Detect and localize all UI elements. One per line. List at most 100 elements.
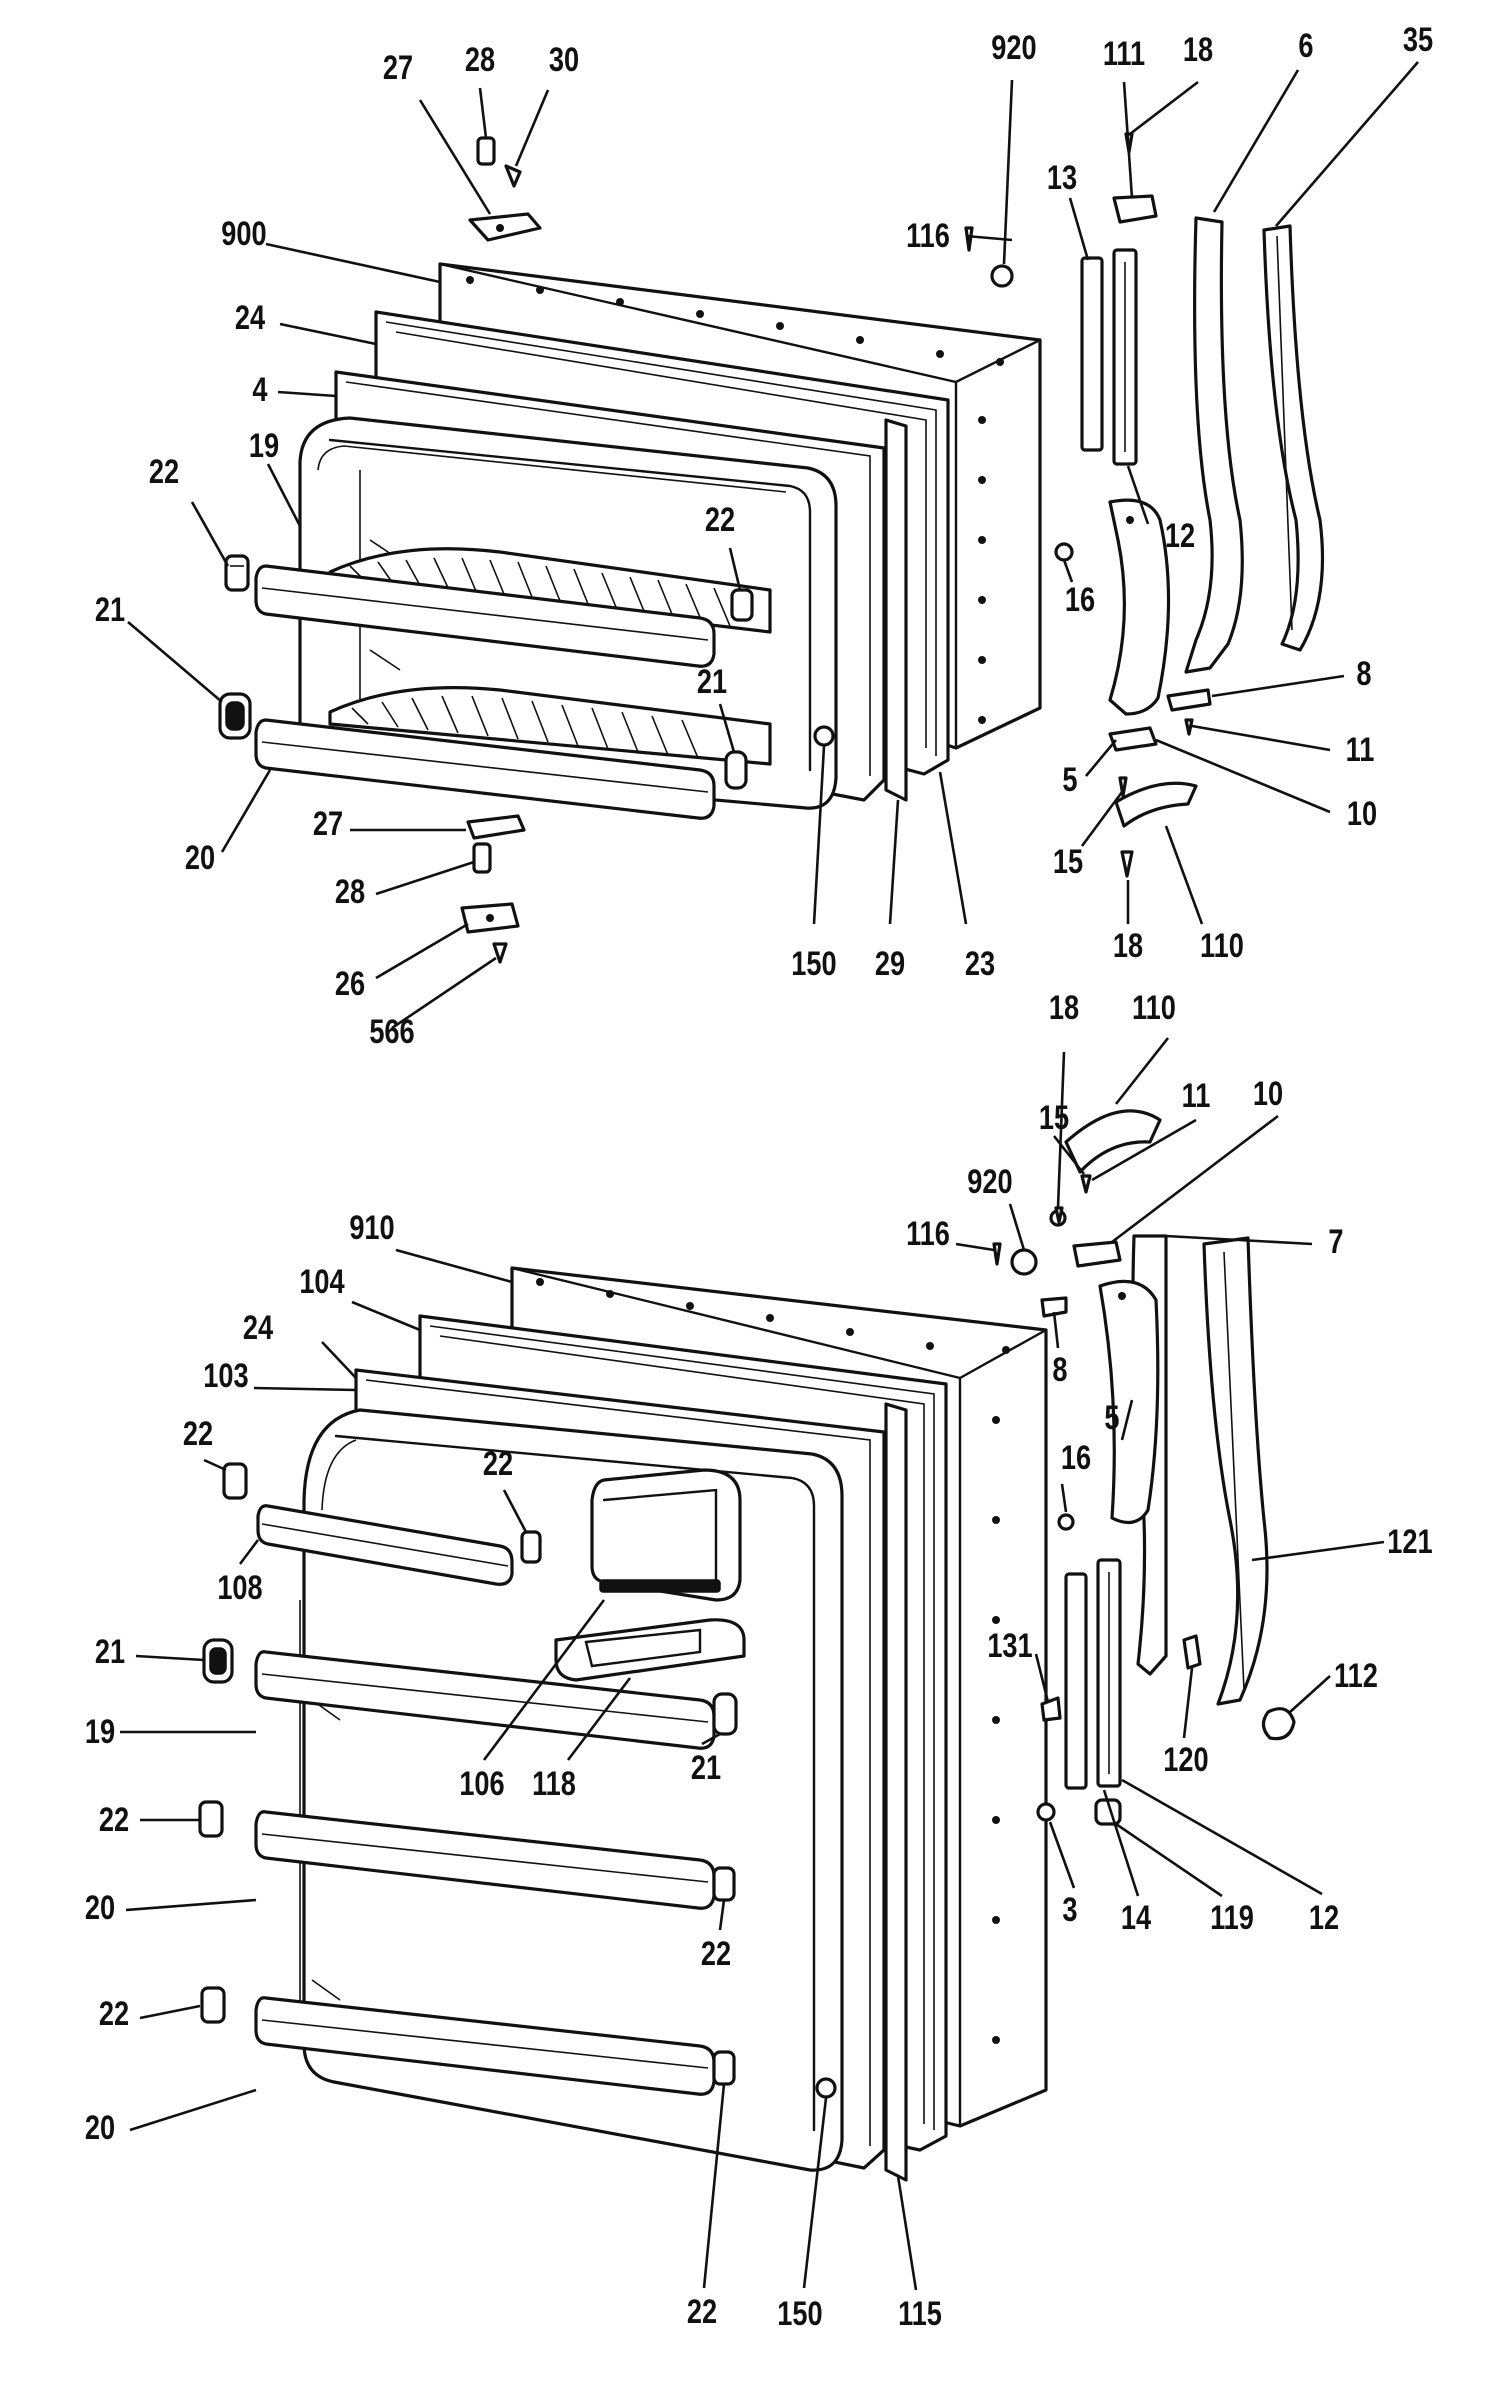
label-freezer-111: 111	[1103, 34, 1145, 73]
label-fresh-150: 150	[777, 2294, 822, 2333]
freezer-lower-shelf-bar	[254, 718, 716, 820]
label-freezer-116: 116	[906, 216, 950, 255]
label-fresh-22-a: 22	[183, 1414, 213, 1453]
label-freezer-24: 24	[235, 298, 265, 337]
fresh-shelf-bar-upper	[254, 1650, 716, 1750]
label-fresh-7: 7	[1328, 1222, 1343, 1261]
label-fresh-21-right: 21	[691, 1748, 721, 1787]
freezer-lower-shelf-grille	[328, 686, 772, 766]
label-freezer-11: 11	[1346, 730, 1375, 769]
freezer-door-assembly	[127, 61, 1419, 1030]
label-freezer-12: 12	[1165, 516, 1195, 555]
part-number-labels: 27 28 30 920 111 18 6 35 900 116 13 24 4…	[85, 20, 1433, 2333]
label-fresh-22-d: 22	[701, 1934, 731, 1973]
fresh-breaker-strip	[884, 1402, 908, 2182]
label-fresh-5: 5	[1104, 1398, 1119, 1437]
label-freezer-27-bottom: 27	[313, 804, 343, 843]
label-freezer-566: 566	[369, 1012, 414, 1051]
freezer-door-stop-stud	[813, 725, 835, 747]
label-fresh-22-c: 22	[99, 1800, 129, 1839]
label-fresh-21-left: 21	[95, 1632, 125, 1671]
label-fresh-118: 118	[532, 1764, 576, 1803]
label-freezer-6: 6	[1298, 26, 1313, 65]
label-freezer-13: 13	[1047, 158, 1077, 197]
label-freezer-18-top: 18	[1183, 30, 1213, 69]
label-fresh-19: 19	[85, 1712, 115, 1751]
label-fresh-131: 131	[987, 1626, 1032, 1665]
label-fresh-12: 12	[1309, 1898, 1339, 1937]
label-fresh-115: 115	[898, 2294, 942, 2333]
label-fresh-3: 3	[1062, 1890, 1077, 1929]
label-fresh-910: 910	[349, 1208, 394, 1247]
label-fresh-20-a: 20	[85, 1888, 115, 1927]
label-fresh-110: 110	[1132, 988, 1176, 1027]
label-fresh-15: 15	[1039, 1098, 1069, 1137]
freezer-bar-retainer-loose	[224, 554, 250, 592]
fresh-retainer-loose-b	[198, 1800, 224, 1838]
freezer-top-hinge-parts	[468, 136, 542, 242]
label-freezer-4: 4	[252, 370, 267, 409]
fresh-handle-hardware	[992, 1109, 1296, 1826]
fresh-panel-screw-holes	[536, 1278, 1010, 2044]
label-fresh-20-b: 20	[85, 2108, 115, 2147]
freezer-bar-retainer-right-lower	[724, 750, 748, 790]
label-freezer-27-top: 27	[383, 48, 413, 87]
label-fresh-120: 120	[1163, 1740, 1208, 1779]
label-fresh-103: 103	[203, 1356, 248, 1395]
fresh-retainer-loose-c	[200, 1986, 226, 2024]
label-freezer-5: 5	[1062, 760, 1077, 799]
label-freezer-8: 8	[1356, 654, 1371, 693]
fresh-egg-tray	[554, 1618, 746, 1682]
freezer-handle-hardware	[964, 132, 1325, 878]
label-fresh-22-b: 22	[483, 1444, 513, 1483]
label-freezer-920: 920	[991, 28, 1036, 67]
label-fresh-11: 11	[1182, 1076, 1211, 1115]
fresh-shelf-bar-middle	[254, 1810, 716, 1910]
label-fresh-920: 920	[967, 1162, 1012, 1201]
label-freezer-19: 19	[249, 426, 279, 465]
label-freezer-10: 10	[1347, 794, 1377, 833]
label-freezer-18-bottom: 18	[1113, 926, 1143, 965]
freezer-leader-lines	[127, 61, 1419, 1030]
label-freezer-150: 150	[791, 944, 836, 983]
label-fresh-22-f: 22	[687, 2292, 717, 2331]
label-fresh-104: 104	[299, 1262, 344, 1301]
label-fresh-116: 116	[906, 1214, 950, 1253]
fresh-shelf-bar-bottom	[254, 1996, 716, 2096]
fresh-butter-compartment	[590, 1468, 742, 1602]
label-freezer-900: 900	[221, 214, 266, 253]
label-fresh-108: 108	[217, 1568, 262, 1607]
label-freezer-28-top: 28	[465, 40, 495, 79]
label-freezer-21-left: 21	[95, 590, 125, 629]
label-freezer-21-right: 21	[697, 662, 727, 701]
fresh-leader-lines	[120, 1037, 1385, 2291]
label-freezer-29: 29	[875, 944, 905, 983]
fresh-food-door-assembly	[120, 1037, 1385, 2291]
label-fresh-16: 16	[1061, 1438, 1091, 1477]
label-freezer-23: 23	[965, 944, 995, 983]
freezer-bar-retainer-right-upper	[730, 588, 754, 622]
label-fresh-112: 112	[1334, 1656, 1378, 1695]
freezer-bottom-hinge-parts	[460, 814, 526, 964]
label-fresh-24: 24	[243, 1308, 273, 1347]
label-freezer-28-bottom: 28	[335, 872, 365, 911]
label-fresh-14: 14	[1121, 1898, 1151, 1937]
label-freezer-20: 20	[185, 838, 215, 877]
freezer-breaker-strip	[884, 418, 908, 802]
label-freezer-15: 15	[1053, 842, 1083, 881]
label-freezer-16: 16	[1065, 580, 1095, 619]
freezer-upper-shelf-bar	[254, 564, 716, 668]
label-fresh-18: 18	[1049, 988, 1079, 1027]
label-freezer-30: 30	[549, 40, 579, 79]
label-fresh-22-e: 22	[99, 1994, 129, 2033]
label-fresh-121: 121	[1387, 1522, 1432, 1561]
label-freezer-22-right: 22	[705, 500, 735, 539]
label-fresh-10: 10	[1253, 1074, 1283, 1113]
fresh-retainer-loose-a	[222, 1462, 248, 1500]
label-freezer-26: 26	[335, 964, 365, 1003]
label-freezer-22-left: 22	[149, 452, 179, 491]
label-fresh-106: 106	[459, 1764, 504, 1803]
label-freezer-35: 35	[1403, 20, 1433, 59]
freezer-panel-screw-holes	[466, 276, 1004, 724]
label-freezer-110: 110	[1200, 926, 1244, 965]
